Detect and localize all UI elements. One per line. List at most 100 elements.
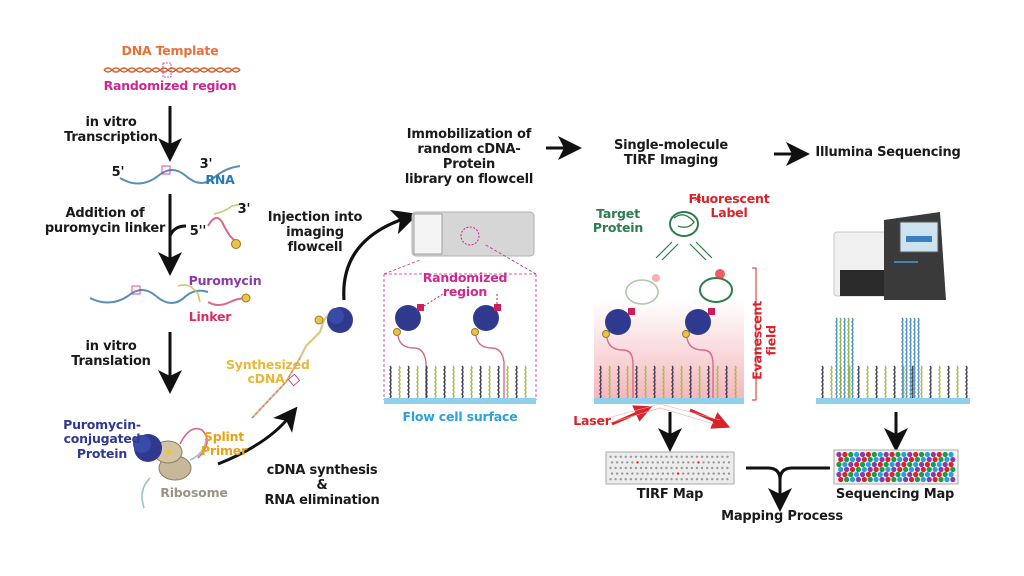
dna-strand — [866, 365, 869, 399]
dna-strand — [617, 365, 620, 399]
map-spot — [867, 456, 873, 463]
map-spot — [918, 451, 925, 458]
map-spot — [883, 471, 889, 478]
dna-strand — [913, 317, 916, 399]
map-spot — [661, 472, 665, 475]
map-spot — [855, 466, 862, 473]
map-spot — [871, 471, 877, 478]
map-spot — [920, 466, 926, 473]
map-spot — [624, 455, 627, 458]
map-spot — [692, 461, 695, 464]
dna-strand — [847, 317, 850, 399]
dna-strand — [626, 365, 629, 399]
map-spot — [836, 461, 842, 468]
map-spot — [644, 466, 648, 470]
map-spot — [848, 451, 854, 458]
map-spot — [712, 461, 715, 464]
map-spot — [838, 466, 844, 473]
rna-3-prime: 3' — [199, 157, 213, 172]
map-spot — [865, 451, 872, 458]
cdna-synthesis-step: cDNA synthesis & RNA elimination — [264, 463, 380, 508]
map-spot — [641, 472, 644, 475]
map-spot — [650, 455, 653, 458]
dna-strand — [416, 365, 419, 399]
splint-primer-label: Splint Primer — [200, 429, 248, 459]
map-spot — [727, 472, 731, 475]
map-spot — [936, 461, 942, 468]
map-spot — [705, 466, 709, 470]
map-spot — [895, 461, 901, 468]
map-spot — [861, 476, 867, 483]
sequencing-map-label: Sequencing Map — [835, 487, 955, 502]
arrow-cdna-synthesis — [217, 406, 298, 466]
tirf-map-label: TIRF Map — [636, 487, 704, 502]
tirf-imaging-step: Single-molecule TIRF Imaging — [613, 138, 729, 168]
map-spot — [660, 455, 663, 458]
map-spot — [901, 461, 907, 468]
map-spot — [836, 451, 842, 458]
map-spot — [854, 471, 860, 478]
map-spot — [924, 461, 931, 468]
target-protein: * — [669, 194, 702, 237]
dna-strand — [911, 365, 914, 399]
map-spot — [609, 478, 612, 481]
map-spot — [676, 472, 680, 475]
map-spot — [873, 456, 879, 463]
map-spot — [726, 466, 729, 470]
map-spot — [651, 472, 654, 475]
map-spot — [676, 461, 680, 464]
dna-strand — [917, 317, 920, 399]
dna-strand — [716, 365, 719, 399]
map-spot — [665, 455, 668, 458]
dna-strand — [839, 317, 842, 399]
map-spot — [651, 461, 654, 464]
dna-strand — [506, 365, 509, 399]
map-spot — [854, 451, 860, 458]
dna-strand — [835, 317, 838, 399]
transcription-step: in vitro Transcription — [64, 115, 158, 145]
map-spot — [920, 456, 926, 463]
map-spot — [707, 472, 710, 475]
map-spot — [867, 476, 873, 483]
map-spot — [885, 476, 891, 483]
map-spot — [700, 466, 704, 470]
dna-strand — [680, 365, 683, 399]
cdna-protein-molecule — [251, 307, 353, 419]
map-spot — [685, 466, 688, 470]
map-spot — [614, 478, 617, 481]
dna-strand — [389, 365, 392, 399]
map-spot — [903, 456, 909, 463]
map-spot — [926, 466, 932, 473]
laser-label: Laser — [573, 413, 611, 428]
map-spot — [702, 472, 705, 475]
map-spot — [913, 461, 919, 468]
map-spot — [903, 476, 909, 483]
surface-strands — [389, 365, 527, 399]
linker-5-prime: 5'' — [189, 224, 207, 239]
map-spot — [626, 461, 629, 464]
target-protein-label: Target Protein — [592, 206, 644, 236]
map-spot — [938, 476, 944, 483]
map-spot — [722, 472, 726, 475]
map-spot — [950, 476, 956, 483]
dna-strand — [965, 365, 968, 399]
rna-linker-strand — [89, 289, 209, 304]
map-spot — [610, 461, 614, 464]
dna-strand — [821, 365, 824, 399]
map-spot — [675, 478, 678, 481]
map-spot — [705, 455, 709, 458]
conjugated-protein-label: Puromycin- conjugated Protein — [63, 417, 141, 461]
map-spot — [948, 461, 954, 468]
dna-strand — [524, 365, 527, 399]
puromycin-label: Puromycin — [188, 273, 262, 288]
dna-strand — [635, 365, 638, 399]
map-spot — [859, 451, 866, 458]
binding-arrows — [655, 241, 713, 261]
map-spot — [629, 478, 633, 481]
map-spot — [705, 478, 709, 481]
dna-strand — [497, 365, 500, 399]
map-spot — [670, 455, 673, 458]
map-spot — [702, 461, 705, 464]
dna-strand — [920, 365, 923, 399]
map-spot — [861, 456, 867, 463]
